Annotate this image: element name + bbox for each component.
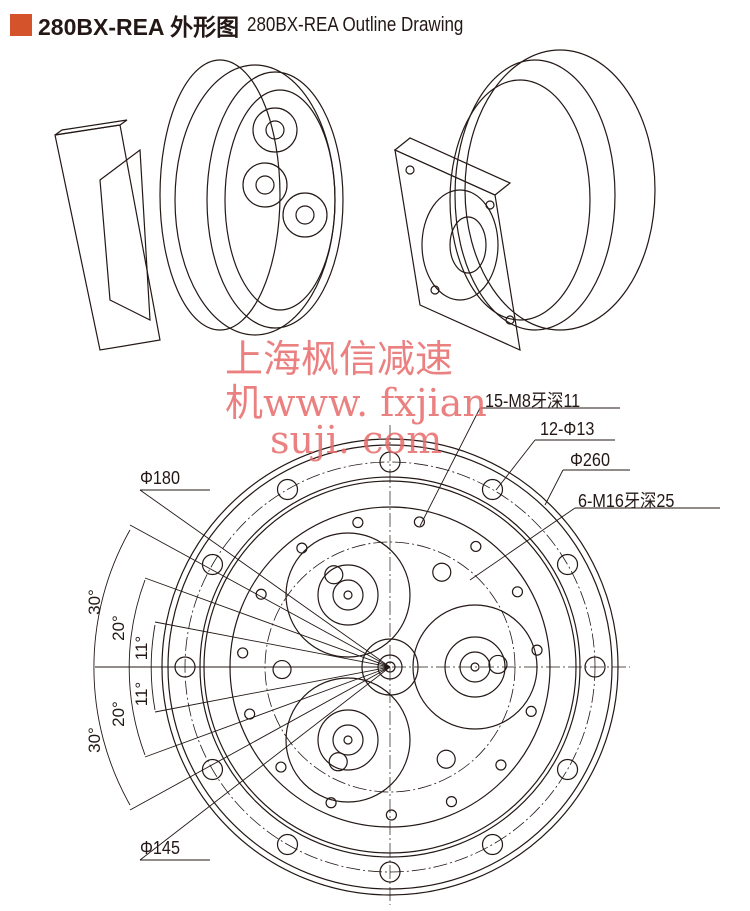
title-subtitle: 280BX-REA Outline Drawing — [247, 13, 464, 36]
mount-hole-13 — [276, 478, 299, 501]
tapped-hole-m8 — [244, 708, 256, 720]
tapped-hole-m8 — [296, 542, 308, 554]
tapped-hole-m8 — [525, 705, 537, 718]
mount-hole-13 — [379, 451, 401, 473]
tapped-hole-m8 — [413, 516, 426, 528]
mount-hole-13 — [584, 656, 606, 678]
front-view — [150, 425, 630, 905]
angle-label: 30° — [84, 727, 104, 753]
angle-label: 30° — [84, 589, 104, 615]
angle-label: 11° — [132, 681, 152, 707]
tapped-hole-m8 — [385, 809, 397, 821]
label-15-m8: 15-M8牙深11 — [485, 391, 581, 411]
watermark-line3: suji. com — [270, 418, 443, 462]
tapped-hole-m16 — [272, 659, 292, 680]
tapped-hole-m8 — [531, 644, 543, 656]
mount-hole-13 — [276, 833, 299, 856]
tapped-hole-m8 — [325, 797, 337, 809]
tapped-hole-m16 — [432, 562, 452, 582]
tapped-hole-m8 — [470, 540, 482, 553]
label-d145: Φ145 — [140, 838, 180, 858]
mount-hole-13 — [481, 833, 504, 856]
tapped-hole-m16 — [436, 749, 456, 769]
tapped-hole-m8 — [275, 761, 287, 773]
tapped-hole-m8 — [352, 516, 364, 529]
tapped-hole-m8 — [445, 796, 458, 808]
mount-hole-13 — [481, 478, 504, 501]
mount-hole-13 — [379, 861, 401, 883]
label-6-m16: 6-M16牙深25 — [578, 491, 675, 511]
mount-hole-13 — [556, 758, 579, 781]
mount-hole-13 — [556, 553, 579, 576]
tapped-hole-m16 — [488, 654, 508, 675]
watermark-line2: 机www. fxjian — [225, 381, 487, 425]
angle-label: 20° — [108, 615, 128, 641]
mount-hole-13 — [201, 758, 224, 781]
title-marker — [10, 14, 32, 36]
angle-label: 11° — [132, 635, 152, 661]
title-model: 280BX-REA 外形图 — [38, 14, 240, 40]
label-d260: Φ260 — [570, 450, 610, 470]
leader-lines — [93, 407, 720, 861]
drawing-title: 280BX-REA 外形图 280BX-REA Outline Drawing — [10, 8, 502, 42]
iso-view-front — [54, 59, 344, 351]
label-12-d13: 12-Φ13 — [540, 419, 595, 439]
label-d180: Φ180 — [140, 468, 180, 488]
tapped-hole-m16 — [324, 565, 344, 585]
iso-view-back — [393, 49, 656, 352]
tapped-hole-m8 — [511, 586, 524, 598]
tapped-hole-m8 — [495, 759, 507, 771]
tapped-hole-m8 — [237, 647, 249, 659]
tapped-hole-m16 — [328, 752, 348, 772]
watermark-line1: 上海枫信减速 — [225, 337, 454, 381]
angle-label: 20° — [108, 701, 128, 727]
